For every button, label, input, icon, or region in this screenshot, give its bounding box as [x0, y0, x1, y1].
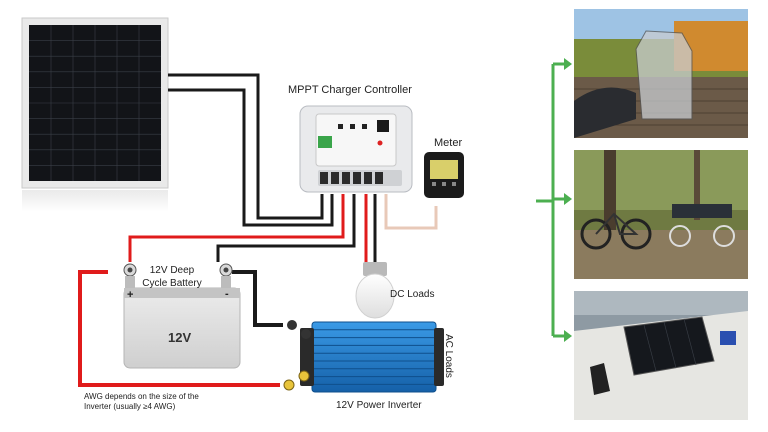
battery-to-inverter-wires [78, 270, 283, 387]
battery-minus-sign: - [225, 288, 229, 300]
remote-meter [424, 152, 464, 198]
green-arrow-branch [536, 62, 564, 338]
battery-label: 12V Deep Cycle Battery [142, 265, 202, 289]
photo-greenhouse [574, 9, 748, 138]
mppt-controller [299, 105, 413, 193]
inverter-label: 12V Power Inverter [336, 400, 422, 411]
meter-label: Meter [434, 137, 463, 149]
ac-loads-label: AC Loads [443, 334, 454, 378]
battery-positive-terminal [123, 263, 137, 288]
solar-panel [21, 17, 169, 212]
photo-bike-trailer [574, 150, 748, 279]
battery-negative-terminal [219, 263, 233, 288]
dc-loads-label: DC Loads [390, 289, 435, 300]
battery [123, 287, 241, 369]
awg-note: AWG depends on the size of the Inverter … [84, 392, 199, 411]
power-inverter [283, 320, 444, 393]
arrow-heads [564, 58, 572, 342]
controller-label: MPPT Charger Controller [288, 84, 412, 96]
dc-load-bulb [355, 262, 395, 319]
meter-cable [384, 194, 438, 230]
panel-to-controller-wires [168, 73, 334, 227]
photo-boat-deck [574, 291, 748, 420]
battery-voltage-label: 12V [168, 330, 192, 345]
controller-to-dc-load-wires [364, 194, 377, 262]
battery-plus-sign: + [127, 289, 134, 301]
controller-to-battery-wires [128, 194, 356, 262]
